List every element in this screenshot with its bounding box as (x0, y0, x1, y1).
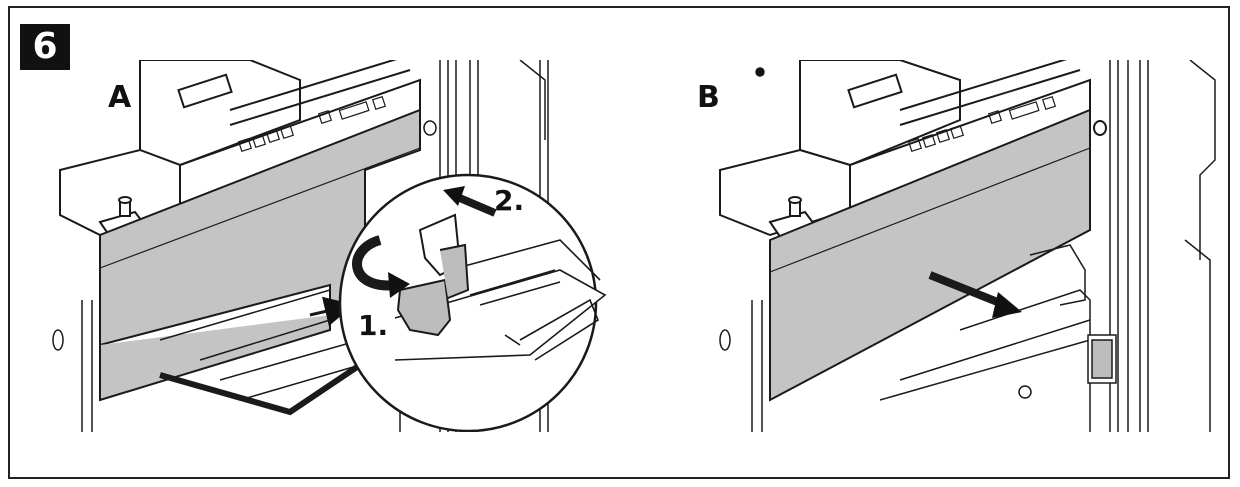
panel-b-label: B (697, 80, 720, 115)
cover-panel-b (769, 108, 1091, 402)
lower-shelves-b (719, 244, 1117, 432)
panel-a-illustration (52, 60, 607, 432)
slide-arrow-icon (453, 192, 497, 217)
appliance-side-wall-b (751, 60, 1216, 432)
display-buttons (237, 95, 387, 153)
callout-pointer (159, 362, 362, 416)
latch-clip (396, 213, 470, 337)
control-housing-b (719, 60, 1107, 246)
rotate-arrow-icon (352, 235, 396, 291)
panel-b-illustration (719, 60, 1216, 432)
pull-arrow-icon (928, 271, 1007, 309)
zoom-detail-circle (338, 173, 607, 432)
display-buttons-b (907, 95, 1057, 153)
control-housing (59, 60, 421, 246)
step-1-label: 1. (358, 309, 388, 342)
step-number-badge: 6 (20, 24, 70, 70)
panel-a-label: A (108, 80, 132, 115)
step-2-label: 2. (494, 184, 524, 217)
